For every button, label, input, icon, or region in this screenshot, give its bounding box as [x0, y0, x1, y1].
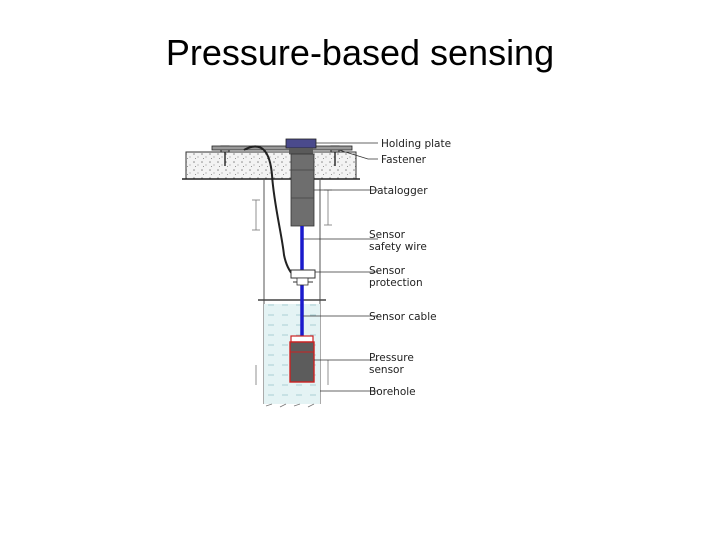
label-sensor-cable: Sensor cable [369, 311, 437, 323]
label-datalogger: Datalogger [369, 185, 428, 197]
label-pressure-sensor-line2: sensor [369, 364, 404, 376]
label-fastener: Fastener [381, 154, 427, 166]
label-safety-wire-line1: Sensor [369, 229, 406, 241]
label-safety-wire-line2: safety wire [369, 241, 427, 253]
label-pressure-sensor-line1: Pressure [369, 352, 414, 364]
borehole-sensor-diagram: Holding plate Fastener Datalogger Sensor… [182, 138, 451, 408]
label-holding-plate: Holding plate [381, 138, 451, 150]
holding-plate [211, 145, 353, 151]
diagram-labels: Holding plate Fastener Datalogger Sensor… [369, 138, 451, 398]
label-protection-line2: protection [369, 277, 423, 289]
pressure-sensor [289, 335, 315, 383]
sensor-protection [290, 269, 316, 286]
datalogger [285, 138, 317, 227]
leader-lines [303, 142, 378, 392]
bottom-sediment [265, 403, 315, 408]
label-borehole: Borehole [369, 386, 416, 398]
slide-title: Pressure-based sensing [165, 32, 555, 73]
safety-wire [243, 145, 295, 277]
label-protection-line1: Sensor [369, 265, 406, 277]
